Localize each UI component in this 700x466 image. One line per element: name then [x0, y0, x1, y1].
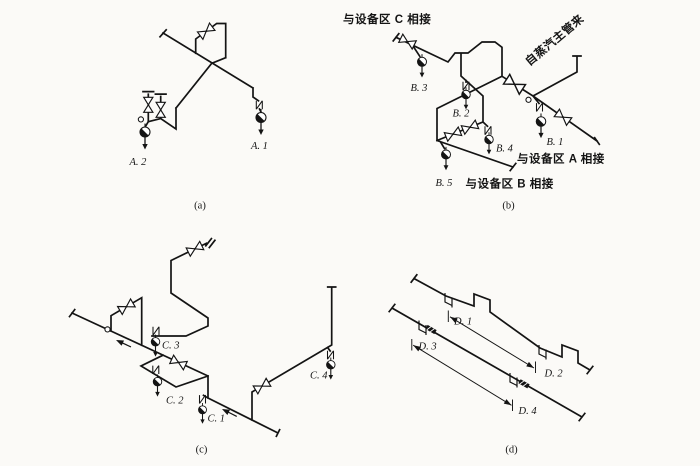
valve-icon: [155, 101, 166, 118]
label-b2: B. 2: [453, 109, 471, 120]
label-c4: C. 4: [310, 371, 328, 382]
label-d1: D. 1: [453, 317, 472, 328]
steam-trap-icon: [325, 357, 336, 381]
valve-icon: [252, 377, 272, 395]
panel-a: A. 1 A. 2 (a): [129, 22, 268, 212]
annotation-to-area-b: 与设备区 B 相接: [466, 177, 554, 191]
steam-trap-icon: [416, 53, 428, 79]
valve-icon: [460, 119, 480, 135]
valve-icon: [502, 73, 527, 95]
label-c2: C. 2: [166, 396, 184, 407]
steam-trap-icon: [139, 122, 151, 151]
fitting-icon: [525, 96, 532, 103]
dimension-line-d3-d4: [411, 339, 513, 411]
caption-d: (d): [505, 445, 518, 456]
steam-trap-icon: [197, 402, 208, 425]
label-b3: B. 3: [411, 83, 428, 94]
caption-c: (c): [196, 445, 208, 456]
steam-trap-icon: [484, 131, 494, 155]
steam-trap-icon: [255, 108, 267, 136]
caption-b: (b): [502, 201, 515, 212]
valve-icon: [553, 108, 573, 126]
valve-icon: [443, 126, 463, 142]
label-b4: B. 4: [496, 144, 514, 155]
label-c1: C. 1: [208, 414, 226, 425]
union-fitting-icon: [198, 394, 207, 405]
union-fitting-icon: [535, 102, 544, 113]
valve-icon: [169, 354, 188, 371]
union-fitting-icon: [484, 125, 492, 136]
fitting-icon: [137, 116, 145, 123]
panel-d: D. 1 D. 2 D. 3 D. 4 (d): [388, 273, 594, 456]
steam-trap-icon: [535, 112, 547, 139]
label-c3: C. 3: [162, 341, 180, 352]
pipe-anchor-icon: [509, 372, 518, 389]
union-icon: [424, 324, 438, 335]
fitting-icon: [104, 326, 111, 333]
steam-trap-icon: [440, 146, 452, 171]
panel-b: 与设备区 C 相接 自蒸汽主管来 与设备区 A 相接 与设备区 B 相接 B. …: [343, 11, 605, 212]
steam-trap-icon: [461, 86, 471, 110]
label-d2: D. 2: [544, 369, 564, 380]
label-a1: A. 1: [250, 141, 268, 152]
panel-c: C. 3 C. 2 C. 1 C. 4 (c): [68, 237, 337, 456]
valve-icon: [117, 298, 136, 316]
label-a2: A. 2: [129, 157, 148, 168]
union-fitting-icon: [152, 326, 160, 336]
label-d4: D. 4: [518, 406, 538, 417]
union-icon: [517, 378, 531, 389]
dimension-line-d1-d2: [447, 310, 536, 373]
label-d3: D. 3: [418, 342, 437, 353]
valve-icon: [196, 22, 216, 40]
caption-a: (a): [194, 201, 206, 212]
valve-icon: [185, 240, 205, 257]
annotation-to-area-a: 与设备区 A 相接: [517, 152, 605, 166]
pipes-d: [388, 273, 594, 422]
annotation-to-area-c: 与设备区 C 相接: [343, 12, 431, 26]
union-fitting-icon: [255, 100, 263, 110]
label-b5: B. 5: [436, 178, 453, 189]
valve-icon: [143, 96, 154, 113]
union-fitting-icon: [152, 365, 160, 375]
valve-icon: [398, 33, 417, 50]
label-b1: B. 1: [547, 137, 564, 148]
